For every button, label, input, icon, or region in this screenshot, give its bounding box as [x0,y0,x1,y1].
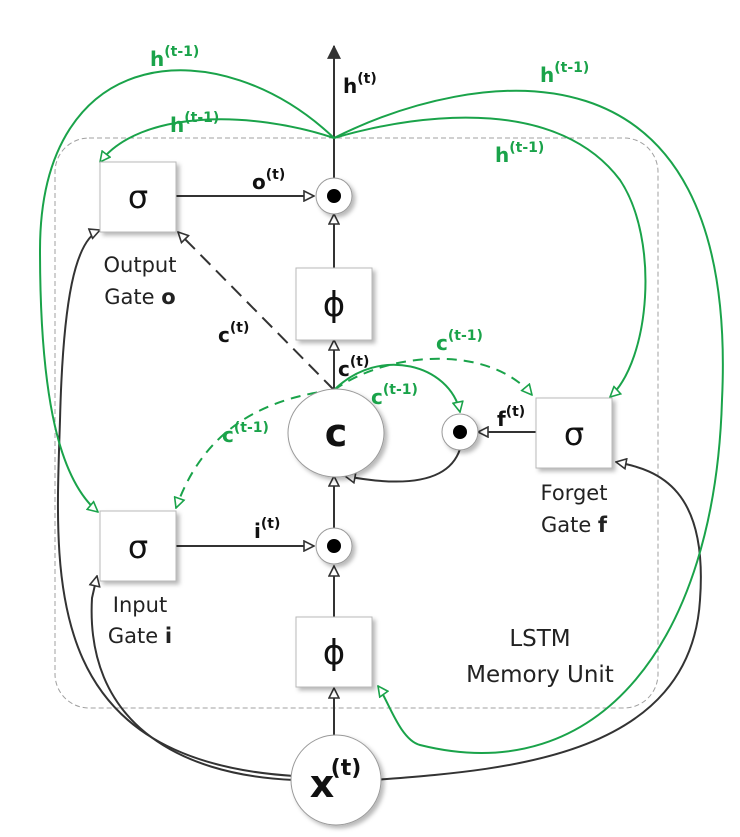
label-c-t-center: c(t) [338,354,369,381]
label-h-prev-3: h(t-1) [540,60,589,87]
cell-state-node: c [287,388,385,478]
multiply-node-forget [441,413,479,451]
unit-title-line2: Memory Unit [466,662,614,688]
label-c-t-left: c(t) [218,320,249,347]
edge-x-to-input [92,576,295,781]
forget-gate-caption-line1: Forget [541,481,608,505]
label-i-t: i(t) [254,516,280,543]
multiply-node-input [315,527,353,565]
input-x-sup: (t) [331,756,362,781]
cell-symbol: c [325,411,348,455]
forget-gate-caption-line2: Gate f [541,513,608,537]
input-gate: σ [99,510,177,582]
edge-c-prev-to-forget [333,357,532,395]
label-h-prev-2: h(t-1) [170,110,219,137]
output-gate-caption-line1: Output [104,253,177,277]
memory-unit-frame [54,137,659,709]
input-gate-caption-line1: Input [113,593,167,617]
edge-c-prev-to-mult [333,363,460,412]
label-c-prev-left: c(t-1) [222,420,269,447]
input-gate-symbol: σ [128,528,148,566]
phi-box-upper: ϕ [295,267,373,341]
label-h-prev-1: h(t-1) [150,44,199,71]
multiply-node-output [315,177,353,215]
label-o-t: o(t) [252,167,285,194]
phi-box-lower: ϕ [295,616,373,688]
forget-gate-symbol: σ [564,415,584,453]
label-c-prev-mid: c(t-1) [371,382,418,409]
edge-x-to-output [56,230,295,777]
label-f-t: f(t) [497,404,525,431]
edge-c-prev-to-input [176,389,335,508]
edge-x-to-forget [373,462,702,781]
edge-peephole-output [178,232,335,391]
edge-h-prev-to-forget [333,116,647,397]
label-h-prev-4: h(t-1) [495,140,544,167]
phi-upper-symbol: ϕ [323,285,345,325]
input-gate-caption-line2: Gate i [108,624,172,648]
forget-gate: σ [535,397,613,469]
label-h-t: h(t) [343,71,377,98]
output-gate: σ [99,161,177,233]
edge-mult-to-cell [345,448,461,482]
edge-h-prev-to-output [100,118,335,162]
edge-h-prev-to-input [38,69,335,512]
input-x-label: x [310,762,335,806]
output-gate-caption-line2: Gate o [104,285,175,309]
phi-lower-symbol: ϕ [323,633,345,673]
label-c-prev-top: c(t-1) [436,328,483,355]
unit-title-line1: LSTM [509,626,570,652]
edge-h-prev-to-phi [333,89,724,754]
input-x-node: x (t) [290,734,382,826]
output-gate-symbol: σ [128,178,148,216]
